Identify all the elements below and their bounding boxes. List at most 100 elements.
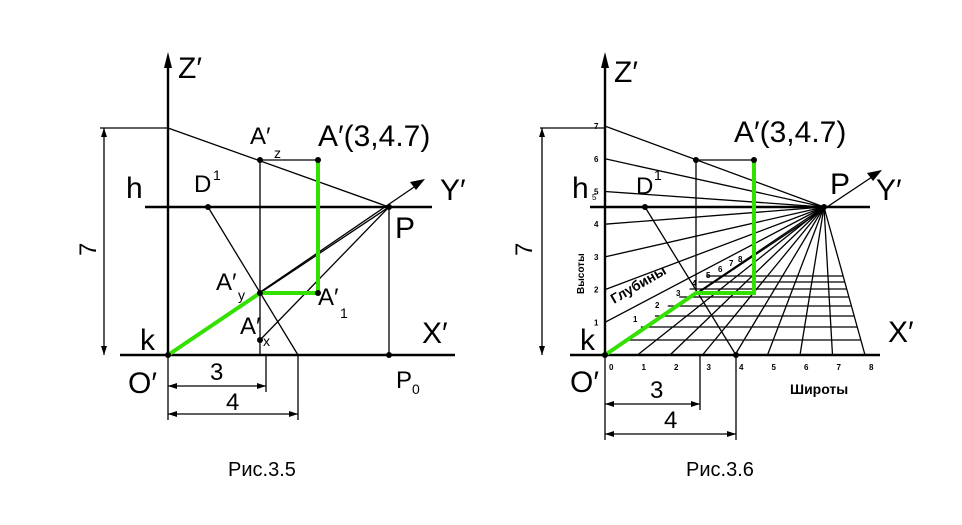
height-ray-line — [604, 125, 825, 208]
depth-tick-label: 4 — [692, 279, 697, 288]
p0-label: P — [396, 367, 412, 394]
depths-label: Глубины — [608, 262, 669, 307]
point-a — [751, 157, 757, 163]
dim-arrow-icon — [605, 401, 614, 407]
width-ray-line — [823, 206, 834, 356]
z-axis-arrow-icon — [601, 52, 609, 68]
h-label: h — [126, 172, 143, 205]
a1-label: A′ — [318, 284, 339, 311]
width-scale-ticks: 0 1 2 3 4 5 6 7 8 — [609, 363, 874, 372]
width-ray-line — [701, 206, 825, 356]
ax-subscript: x — [263, 333, 270, 349]
height-tick-label: 4 — [594, 220, 599, 229]
ay-label: A′ — [216, 269, 237, 296]
az-subscript: z — [274, 145, 281, 161]
d1-ray-line — [644, 206, 737, 356]
dim-arrow-icon — [168, 411, 177, 417]
width-tick-label: 2 — [674, 363, 679, 372]
dim-arrow-icon — [101, 346, 107, 355]
depth-tick-label: 1 — [633, 315, 638, 324]
depth-tick-label: 7 — [729, 259, 734, 268]
ay-vanishing-line — [259, 206, 390, 294]
depth-tick-label: 5 — [706, 271, 711, 280]
y-axis-arrow-icon — [867, 170, 882, 181]
width-tick-label: 1 — [642, 363, 647, 372]
depth-tick-label: 2 — [655, 301, 660, 310]
width-ray-line — [823, 206, 866, 356]
width-tick-label: 4 — [739, 363, 744, 372]
d1-superscript: 1 — [654, 167, 662, 183]
p0-subscript: 0 — [412, 381, 420, 397]
height-tick-label: 2 — [594, 286, 599, 295]
width-tick-label: 3 — [707, 363, 712, 372]
height-ray-line — [604, 190, 825, 208]
dim-arrow-icon — [168, 383, 177, 389]
width-tick-label: 6 — [804, 363, 809, 372]
z-axis-label: Z′ — [178, 52, 202, 85]
width-ray-line — [637, 206, 825, 356]
point-az — [257, 157, 263, 163]
height-ray-line — [604, 158, 825, 208]
height-tick-label: 1 — [594, 318, 599, 327]
height-tick-label: 7 — [594, 122, 599, 131]
height-ray-line — [604, 206, 825, 323]
h-subscript: 5 — [592, 193, 597, 202]
x-axis-label: X′ — [422, 317, 448, 350]
d1-label: D — [636, 173, 653, 200]
point-a — [315, 157, 321, 163]
width-tick-label: 7 — [837, 363, 842, 372]
height-tick-label: 6 — [594, 155, 599, 164]
width-ray-line — [799, 206, 825, 356]
origin-label: O′ — [128, 367, 157, 400]
dim-3-label: 3 — [210, 359, 223, 386]
figure-3-5: Z′ Y′ X′ O′ k h D 1 P P 0 A′ z A′(3,4.7)… — [75, 52, 466, 481]
dim-arrow-icon — [539, 128, 545, 137]
height-ray-line — [604, 206, 825, 258]
height-ray-line — [604, 206, 825, 225]
dim-4-label: 4 — [226, 389, 239, 416]
height-tick-label: 3 — [594, 253, 599, 262]
origin-label: O′ — [570, 366, 599, 399]
point-d1 — [205, 204, 211, 210]
az-label: A′ — [250, 123, 271, 150]
dim-height-label: 7 — [511, 243, 538, 256]
x-axis-label: X′ — [888, 316, 914, 349]
width-tick-label: 8 — [869, 363, 874, 372]
point-a1 — [315, 290, 321, 296]
point-a-construction-path — [602, 158, 756, 358]
k-label: k — [140, 324, 156, 357]
a1-subscript: 1 — [340, 305, 348, 321]
width-tick-label: 5 — [772, 363, 777, 372]
point-origin — [165, 352, 171, 358]
dim-3-label: 3 — [650, 377, 663, 404]
point-a-coordinates-label: A′(3,4.7) — [318, 120, 430, 153]
figure-3-6: Z′ Y′ X′ O′ k h 5 D 1 P A′(3,4.7) Высоты… — [511, 52, 914, 481]
depth-tick-label: 3 — [676, 289, 681, 298]
z-axis-arrow-icon — [164, 52, 172, 68]
y-axis-label: Y′ — [876, 174, 902, 207]
point-origin — [602, 352, 608, 358]
ay-subscript: y — [238, 287, 245, 303]
point-ax — [257, 337, 263, 343]
width-tick-label: 0 — [609, 363, 614, 372]
dim-arrow-icon — [101, 128, 107, 137]
y-axis-label: Y′ — [440, 174, 466, 207]
depth-tick-label: 8 — [738, 255, 743, 264]
z-axis-label: Z′ — [614, 56, 638, 89]
dim-arrow-icon — [727, 431, 736, 437]
d1-superscript: 1 — [213, 167, 221, 183]
h-label: h — [572, 172, 589, 205]
width-ray-line — [734, 206, 825, 356]
width-ray-line — [766, 206, 825, 356]
figure-3-6-caption: Рис.3.6 — [686, 459, 754, 481]
dim-arrow-icon — [539, 346, 545, 355]
dim-arrow-icon — [691, 401, 700, 407]
height-scale-ticks: 1 2 3 4 5 6 7 — [594, 122, 599, 327]
dim-4-label: 4 — [664, 407, 677, 434]
p-label: P — [830, 168, 850, 201]
heights-label: Высоты — [576, 253, 587, 294]
point-a-coordinates-label: A′(3,4.7) — [734, 116, 846, 149]
